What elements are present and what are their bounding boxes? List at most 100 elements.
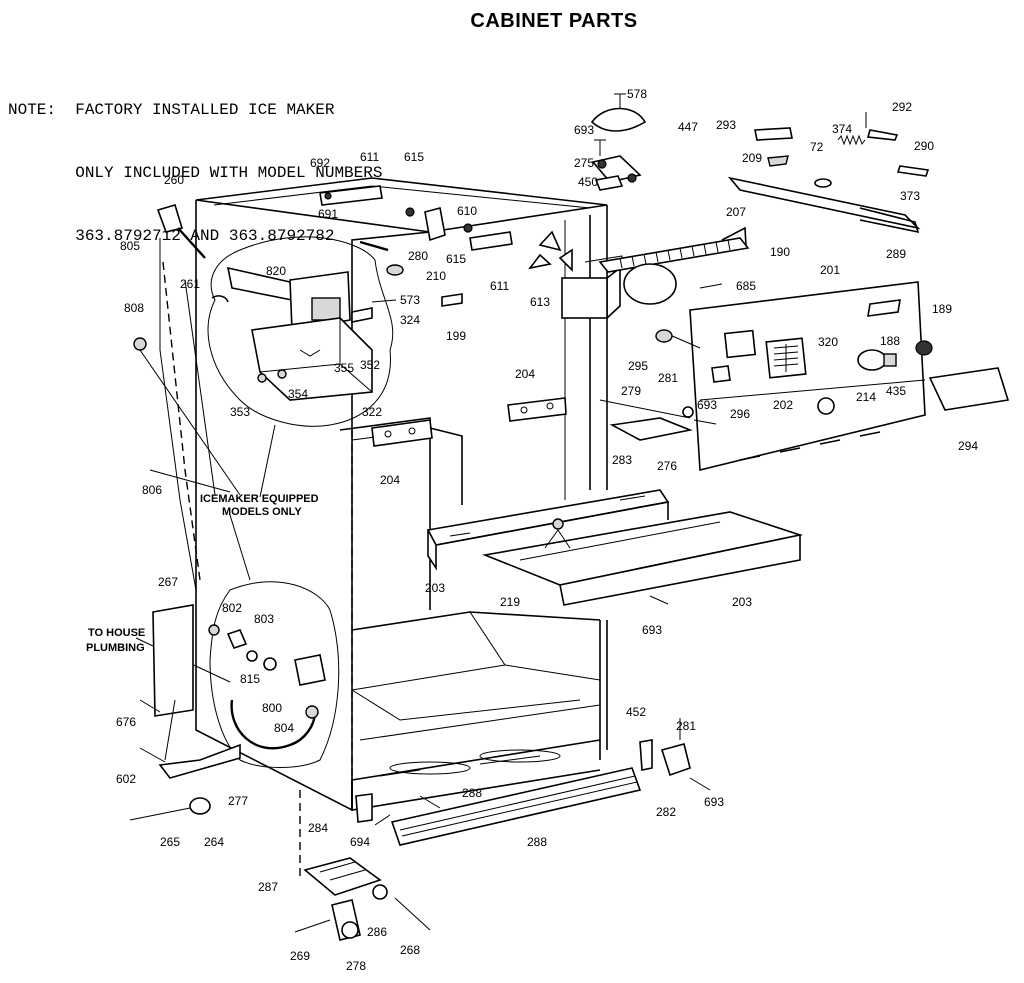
plumbing-caption-line-2: PLUMBING	[86, 642, 145, 654]
callout-label: 804	[274, 721, 294, 735]
callout-label: 615	[446, 252, 466, 266]
callout-label: 613	[530, 295, 550, 309]
callout-label: 283	[612, 453, 632, 467]
callout-label: 324	[400, 313, 420, 327]
callout-label: 800	[262, 701, 282, 715]
icemaker-detail	[207, 236, 394, 427]
callout-label: 352	[360, 358, 380, 372]
icemaker-caption-line-2: MODELS ONLY	[222, 506, 302, 518]
callout-label: 611	[360, 150, 379, 164]
callout-label: 281	[676, 719, 696, 733]
callout-label: 694	[350, 835, 370, 849]
callout-label: 685	[736, 279, 756, 293]
callout-label: 261	[180, 277, 200, 291]
callout-label: 268	[400, 943, 420, 957]
callout-label: 296	[730, 407, 750, 421]
callout-label: 209	[742, 151, 762, 165]
callout-label: 450	[578, 175, 598, 189]
callout-label: 199	[446, 329, 466, 343]
callout-label: 578	[627, 87, 647, 101]
callout-label: 214	[856, 390, 876, 404]
callout-label: 693	[642, 623, 662, 637]
callout-label: 203	[732, 595, 752, 609]
callout-label: 355	[334, 361, 354, 375]
callout-label: 802	[222, 601, 242, 615]
callout-label: 204	[380, 473, 400, 487]
callout-label: 202	[773, 398, 793, 412]
callout-label: 447	[678, 120, 698, 134]
icemaker-caption-line-1: ICEMAKER EQUIPPED	[200, 493, 319, 505]
callout-label: 203	[425, 581, 445, 595]
callout-label: 189	[932, 302, 952, 316]
callout-label: 610	[457, 204, 477, 218]
callout-label: 353	[230, 405, 250, 419]
control-parts	[599, 329, 835, 441]
captions: ICEMAKER EQUIPPED MODELS ONLY TO HOUSE P…	[86, 493, 319, 654]
shelf-assembly	[371, 397, 804, 606]
callout-label: 278	[346, 959, 366, 973]
icemaker-arrows	[133, 255, 276, 683]
callout-label: 292	[892, 100, 912, 114]
callout-label: 284	[308, 821, 328, 835]
callout-label: 803	[254, 612, 274, 626]
callout-label: 288	[462, 786, 482, 800]
callout-label: 275	[574, 156, 594, 170]
callout-label: 264	[204, 835, 224, 849]
lower-left-parts	[129, 604, 301, 880]
callout-label: 573	[400, 293, 420, 307]
callout-label: 691	[318, 207, 338, 221]
callout-label: 289	[886, 247, 906, 261]
callout-label: 204	[515, 367, 535, 381]
callout-label: 806	[142, 483, 162, 497]
callout-label: 435	[886, 384, 906, 398]
callout-label: 676	[116, 715, 136, 729]
page-title: CABINET PARTS	[470, 10, 638, 32]
callout-label: 260	[164, 173, 184, 187]
callout-label: 219	[500, 595, 520, 609]
callout-label: 280	[408, 249, 428, 263]
plumbing-caption-line-1: TO HOUSE	[88, 627, 145, 639]
lower-front-parts	[294, 419, 717, 941]
callout-label: 295	[628, 359, 648, 373]
callout-label: 693	[704, 795, 724, 809]
water-valve-detail	[208, 581, 340, 768]
callout-label: 322	[362, 405, 382, 419]
note-line-3: 363.8792712 AND 363.8792782	[8, 227, 335, 245]
note-line-1: NOTE: FACTORY INSTALLED ICE MAKER	[8, 101, 335, 119]
callout-label: 267	[158, 575, 178, 589]
callout-label: 277	[228, 794, 248, 808]
callout-label: 452	[626, 705, 646, 719]
callout-label: 320	[818, 335, 838, 349]
callout-label: 374	[832, 122, 852, 136]
callout-label: 354	[288, 387, 308, 401]
callout-label: 602	[116, 772, 136, 786]
callout-label: 282	[656, 805, 676, 819]
callout-label: 815	[240, 672, 260, 686]
callout-label: 287	[258, 880, 278, 894]
callout-label: 281	[658, 371, 678, 385]
callout-label: 269	[290, 949, 310, 963]
callout-label: 293	[716, 118, 736, 132]
callout-label: 279	[621, 384, 641, 398]
callout-label: 808	[124, 301, 144, 315]
callout-label: 265	[160, 835, 180, 849]
callout-label: 693	[697, 398, 717, 412]
callout-label: 290	[914, 139, 934, 153]
callout-label: 693	[574, 123, 594, 137]
callout-label: 692	[310, 156, 330, 170]
callout-label: 210	[426, 269, 446, 283]
note-line-2: ONLY INCLUDED WITH MODEL NUMBERS	[8, 164, 383, 182]
callout-labels: 578 693 447 275 450 293 292 374 290 209 …	[116, 87, 978, 973]
callout-label: 286	[367, 925, 387, 939]
callout-label: 201	[820, 263, 840, 277]
model-note: NOTE: FACTORY INSTALLED ICE MAKER ONLY I…	[8, 58, 382, 268]
callout-label: 373	[900, 189, 920, 203]
callout-label: 611	[490, 279, 509, 293]
callout-label: 294	[958, 439, 978, 453]
callout-label: 188	[880, 334, 900, 348]
callout-label: 288	[527, 835, 547, 849]
callout-label: 805	[120, 239, 140, 253]
callout-label: 72	[810, 140, 824, 154]
callout-label: 190	[770, 245, 790, 259]
